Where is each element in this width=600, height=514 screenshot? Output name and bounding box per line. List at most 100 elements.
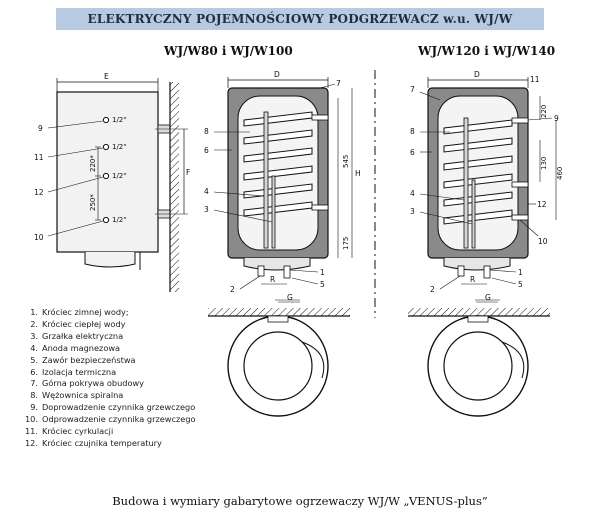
hot-water-pipe-right [457,265,465,277]
legend-text: Króciec czujnika temperatury [42,437,162,448]
dim-e-label: E [104,72,109,81]
callout-r8: 8 [410,127,415,136]
callout-line-r1 [489,269,517,273]
anode-left [263,111,269,249]
heater-right [471,179,476,249]
model-label-left: WJ/W80 i WJ/W100 [164,44,293,58]
callout-line-12 [47,176,104,193]
legend-text: Doprowadzenie czynnika grzewczego [42,402,196,413]
legend-text: Izolacja termiczna [42,366,117,377]
callout-line-r10 [519,219,539,237]
legend-item: 9.Doprowadzenie czynnika grzewczego [18,402,258,414]
tank-inner-top-right [443,331,513,401]
legend-num: 11. [24,426,38,437]
front-view: E F 1/2" 9 1/2" 11 1/2" [34,72,190,292]
legend-num: 5. [30,354,38,365]
callout-line-11 [47,147,104,158]
top-view-left [208,299,350,417]
anode-right [463,117,469,249]
callout-r2: 2 [430,285,435,294]
hot-water-pipe-left [257,265,265,277]
port-11-icon [102,143,110,151]
port-10-icon [102,216,110,224]
callout-line-l5 [291,277,319,285]
legend-num: 3. [30,330,38,341]
coil-inlet-left [311,114,329,121]
legend-item: 12. Króciec czujnika temperatury [18,438,258,450]
callout-line-l3 [213,209,273,223]
legend-item: 4. Anoda magnezowa [18,343,258,355]
legend-item: 11. Króciec cyrkulacji [18,426,258,438]
callout-r9: 9 [554,114,559,123]
callout-line-l4 [213,191,265,197]
coil-left [243,111,313,217]
legend-text: Króciec cyrkulacji [42,426,114,437]
section-view-right: D R G 220 [410,70,564,303]
dim-f-label: F [186,168,190,177]
callout-l8: 8 [204,127,209,136]
legend-text: Króciec ciepłej wody [42,318,126,329]
legend-item: 2. Króciec ciepłej wody [18,319,258,331]
callout-line-r2 [439,275,461,290]
parts-legend: 1. Króciec zimnej wody; 2. Króciec ciepłej… [18,307,258,450]
callout-11: 11 [34,153,44,162]
dim-r-left-label: R [270,275,275,284]
callout-line-l1 [289,269,319,273]
callout-line-l7 [319,83,336,89]
dim-545-label: 545 [342,155,350,168]
legend-num: 10. [24,414,38,425]
legend-item: 6. Izolacja termiczna [18,367,258,379]
model-label-right: WJ/W120 i WJ/W140 [418,44,556,58]
callout-r12: 12 [537,200,547,209]
front-cabinet [56,91,159,253]
callout-l1: 1 [320,268,325,277]
callout-l6: 6 [204,146,209,155]
callout-r7: 7 [410,85,415,94]
callout-line-9 [47,120,104,129]
callout-line-r4 [419,193,465,201]
legend-text: Króciec zimnej wody; [42,307,129,317]
callout-line-r9 [527,117,553,121]
tank-inner-right [437,95,519,251]
port-9-size: 1/2" [112,116,127,124]
legend-num: 7. [30,378,38,389]
cold-water-pipe-right [483,265,491,279]
legend-num: 2. [30,318,38,329]
port-12-size: 1/2" [112,172,127,180]
page-title: ELEKTRYCZNY POJEMNOŚCIOWY PODGRZEWACZ w.… [87,12,513,26]
legend-num: 6. [30,366,38,377]
legend-num: 1. [30,307,38,317]
dim-h-label: H [355,169,361,178]
dim-g-right-label: G [485,293,491,302]
legend-num: 4. [30,342,38,353]
port-11-size: 1/2" [112,143,127,151]
callout-l3: 3 [204,205,209,214]
callout-l2: 2 [230,285,235,294]
coil-outlet-left [311,204,329,211]
callout-r6: 6 [410,148,415,157]
legend-text: Anoda magnezowa [42,342,121,353]
top-view-right [408,299,550,417]
wall-hatching-top-left [208,308,350,316]
dim-130-label: 130 [540,157,548,170]
wall-hatching-top-right [408,308,550,316]
dim-250-front: 250* [89,194,97,211]
callout-r5: 5 [518,280,523,289]
bracket-top-left [267,315,289,323]
dim-460-label: 460 [556,167,564,180]
figure-caption: Budowa i wymiary gabarytowe ogrzewaczy W… [112,494,488,508]
legend-text: Zawór bezpieczeństwa [42,354,136,365]
legend-text: Wężownica spiralna [42,390,124,401]
callout-10: 10 [34,233,44,242]
dim-g-left-label: G [287,293,293,302]
legend-num: 12. [24,437,38,448]
dim-d-right-label: D [474,70,480,79]
coil-right [443,119,513,225]
callout-r3: 3 [410,207,415,216]
legend-item: 8.Wężownica spiralna [18,390,258,402]
callout-l5: 5 [320,280,325,289]
callout-12: 12 [34,188,44,197]
wall-hatching [170,82,179,292]
